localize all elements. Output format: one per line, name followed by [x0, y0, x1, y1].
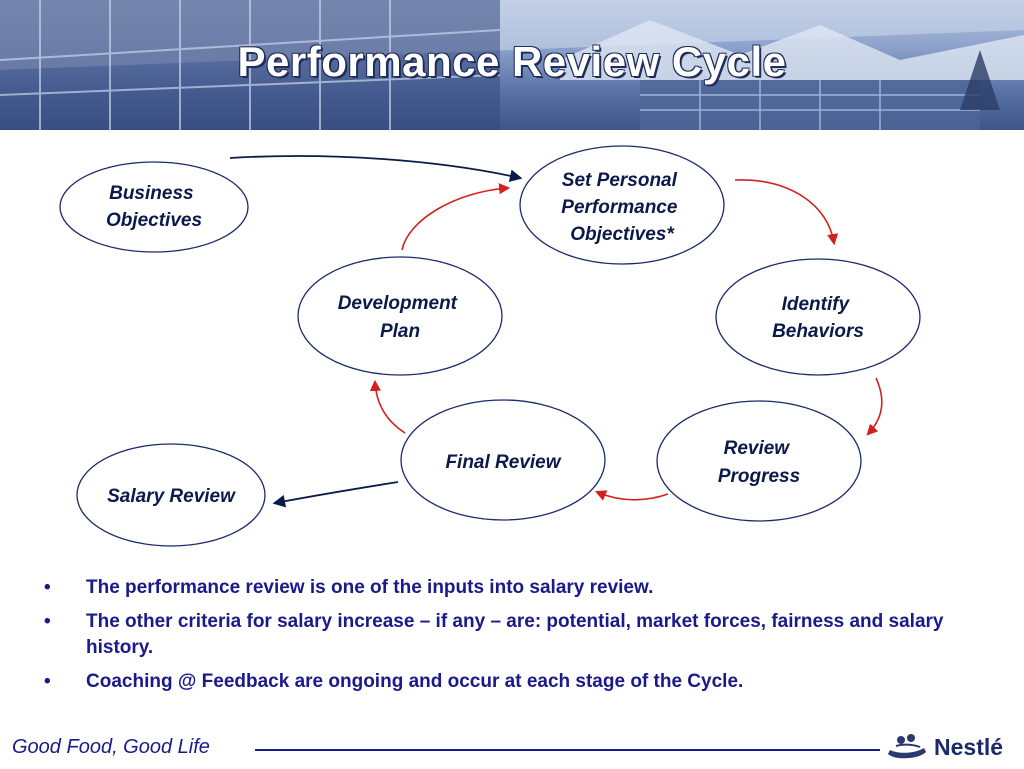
- arrow-review-to-final: [594, 490, 669, 501]
- node-review-progress: Review Progress: [656, 400, 862, 522]
- bullet-item: •Coaching @ Feedback are ongoing and occ…: [44, 671, 744, 692]
- arrow-final-to-salary: [272, 481, 399, 508]
- bullet-text: The other criteria for salary increase –…: [86, 611, 944, 658]
- svg-text:Set Personal Performance: Set Personal Performance Objectives*: [561, 170, 682, 245]
- node-development-plan: Development Plan: [297, 256, 503, 376]
- arrow-business-to-set: [229, 155, 523, 182]
- footer-slogan: Good Food, Good Life: [12, 736, 210, 758]
- slide-title: Performance Review Cycle: [237, 38, 787, 85]
- footer-divider: [255, 749, 880, 751]
- building-photo: [0, 0, 1024, 130]
- svg-text:Salary Review: Salary Review: [107, 486, 236, 507]
- arrow-set-to-identify: [734, 179, 839, 246]
- svg-text:Final Review: Final Review: [445, 452, 561, 473]
- svg-text:Business Objectives: Business Objectives: [106, 183, 202, 231]
- node-identify-behaviors: Identify Behaviors: [715, 258, 921, 376]
- arrow-final-to-development: [369, 379, 406, 434]
- node-business-objectives: Business Objectives: [59, 161, 249, 253]
- review-cycle-diagram: Business Objectives Set Personal Perform…: [59, 145, 921, 547]
- svg-text:Review Progress: Review Progress: [718, 438, 800, 487]
- nestle-logo: Nestlé: [884, 728, 1014, 764]
- svg-text:Development Plan: Development Plan: [338, 293, 463, 342]
- bullet-list: •The performance review is one of the in…: [44, 575, 944, 703]
- arrow-development-to-set: [401, 183, 511, 251]
- node-set-personal-performance-objectives: Set Personal Performance Objectives*: [519, 145, 725, 265]
- node-salary-review: Salary Review: [76, 443, 266, 547]
- brand-wordmark: Nestlé: [934, 734, 1004, 760]
- arrow-identify-to-review: [866, 377, 883, 436]
- bullet-item: •The other criteria for salary increase …: [44, 611, 944, 658]
- bullet-text: Coaching @ Feedback are ongoing and occu…: [86, 671, 744, 692]
- header-banner: Performance Review Cycle: [0, 0, 1024, 130]
- svg-text:Identify Behaviors: Identify Behaviors: [772, 294, 864, 342]
- bullet-text: The performance review is one of the inp…: [86, 577, 654, 598]
- bullet-item: •The performance review is one of the in…: [44, 577, 654, 598]
- nest-logo-icon: [888, 734, 926, 759]
- node-final-review: Final Review: [400, 399, 606, 521]
